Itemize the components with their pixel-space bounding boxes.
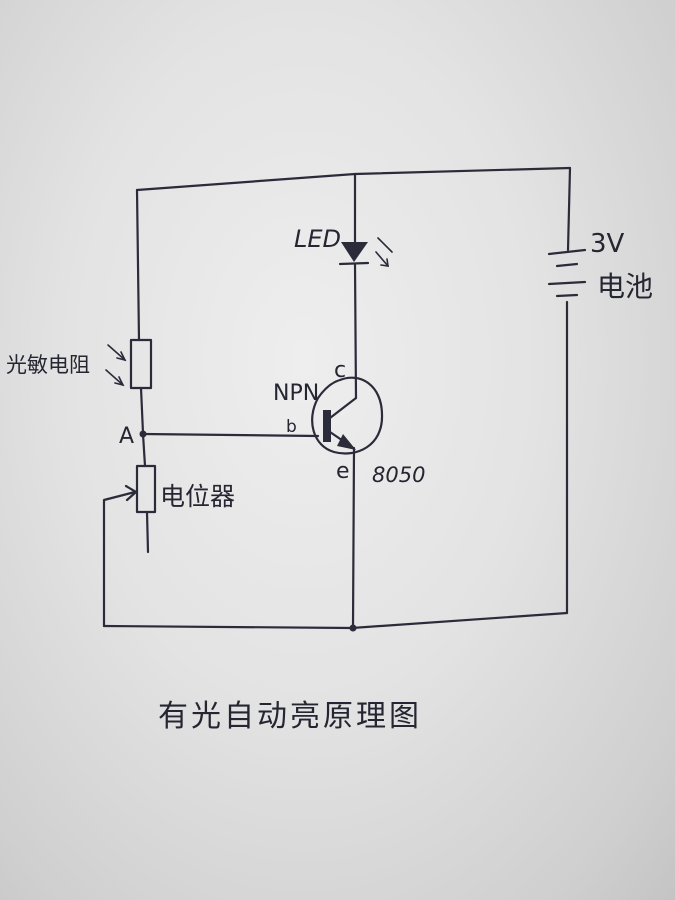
light-arrows-photoresistor <box>105 344 127 387</box>
led-symbol <box>341 242 368 262</box>
emitter-label: e <box>336 459 350 484</box>
transistor-base-bar <box>323 410 331 442</box>
wire-emitter <box>351 446 356 630</box>
battery-symbol <box>547 248 587 298</box>
base-label: b <box>286 417 297 437</box>
wire-left-lower <box>141 432 147 468</box>
transistor-type-label: NPN <box>273 381 319 406</box>
wire-bottom <box>102 611 569 630</box>
battery-voltage-label: 3V <box>590 229 625 259</box>
light-arrows-led <box>375 237 393 267</box>
wire-right-upper <box>566 166 572 252</box>
wire-left-upper <box>135 188 141 342</box>
potentiometer-wiper <box>102 490 137 628</box>
potentiometer-wiper-arrow <box>124 484 138 502</box>
transistor-model-label: 8050 <box>372 463 425 487</box>
node-a-label: A <box>119 424 134 449</box>
photoresistor-symbol <box>129 338 153 390</box>
photoresistor-label: 光敏电阻 <box>6 353 90 377</box>
transistor-collector-line <box>328 396 358 420</box>
diagram-caption: 有光自动亮原理图 <box>158 699 422 734</box>
wire-top <box>135 166 572 192</box>
wire-pot-tail <box>145 510 150 554</box>
transistor-emitter-arrow <box>337 434 356 450</box>
collector-label: c <box>334 358 346 383</box>
wire-left-middle <box>139 386 145 435</box>
wire-collector <box>353 262 358 400</box>
wire-base <box>141 432 320 438</box>
led-label: LED <box>294 225 341 253</box>
potentiometer-symbol <box>135 464 157 514</box>
potentiometer-label: 电位器 <box>160 482 235 511</box>
battery-name-label: 电池 <box>597 270 653 303</box>
transistor-circle <box>311 376 384 455</box>
